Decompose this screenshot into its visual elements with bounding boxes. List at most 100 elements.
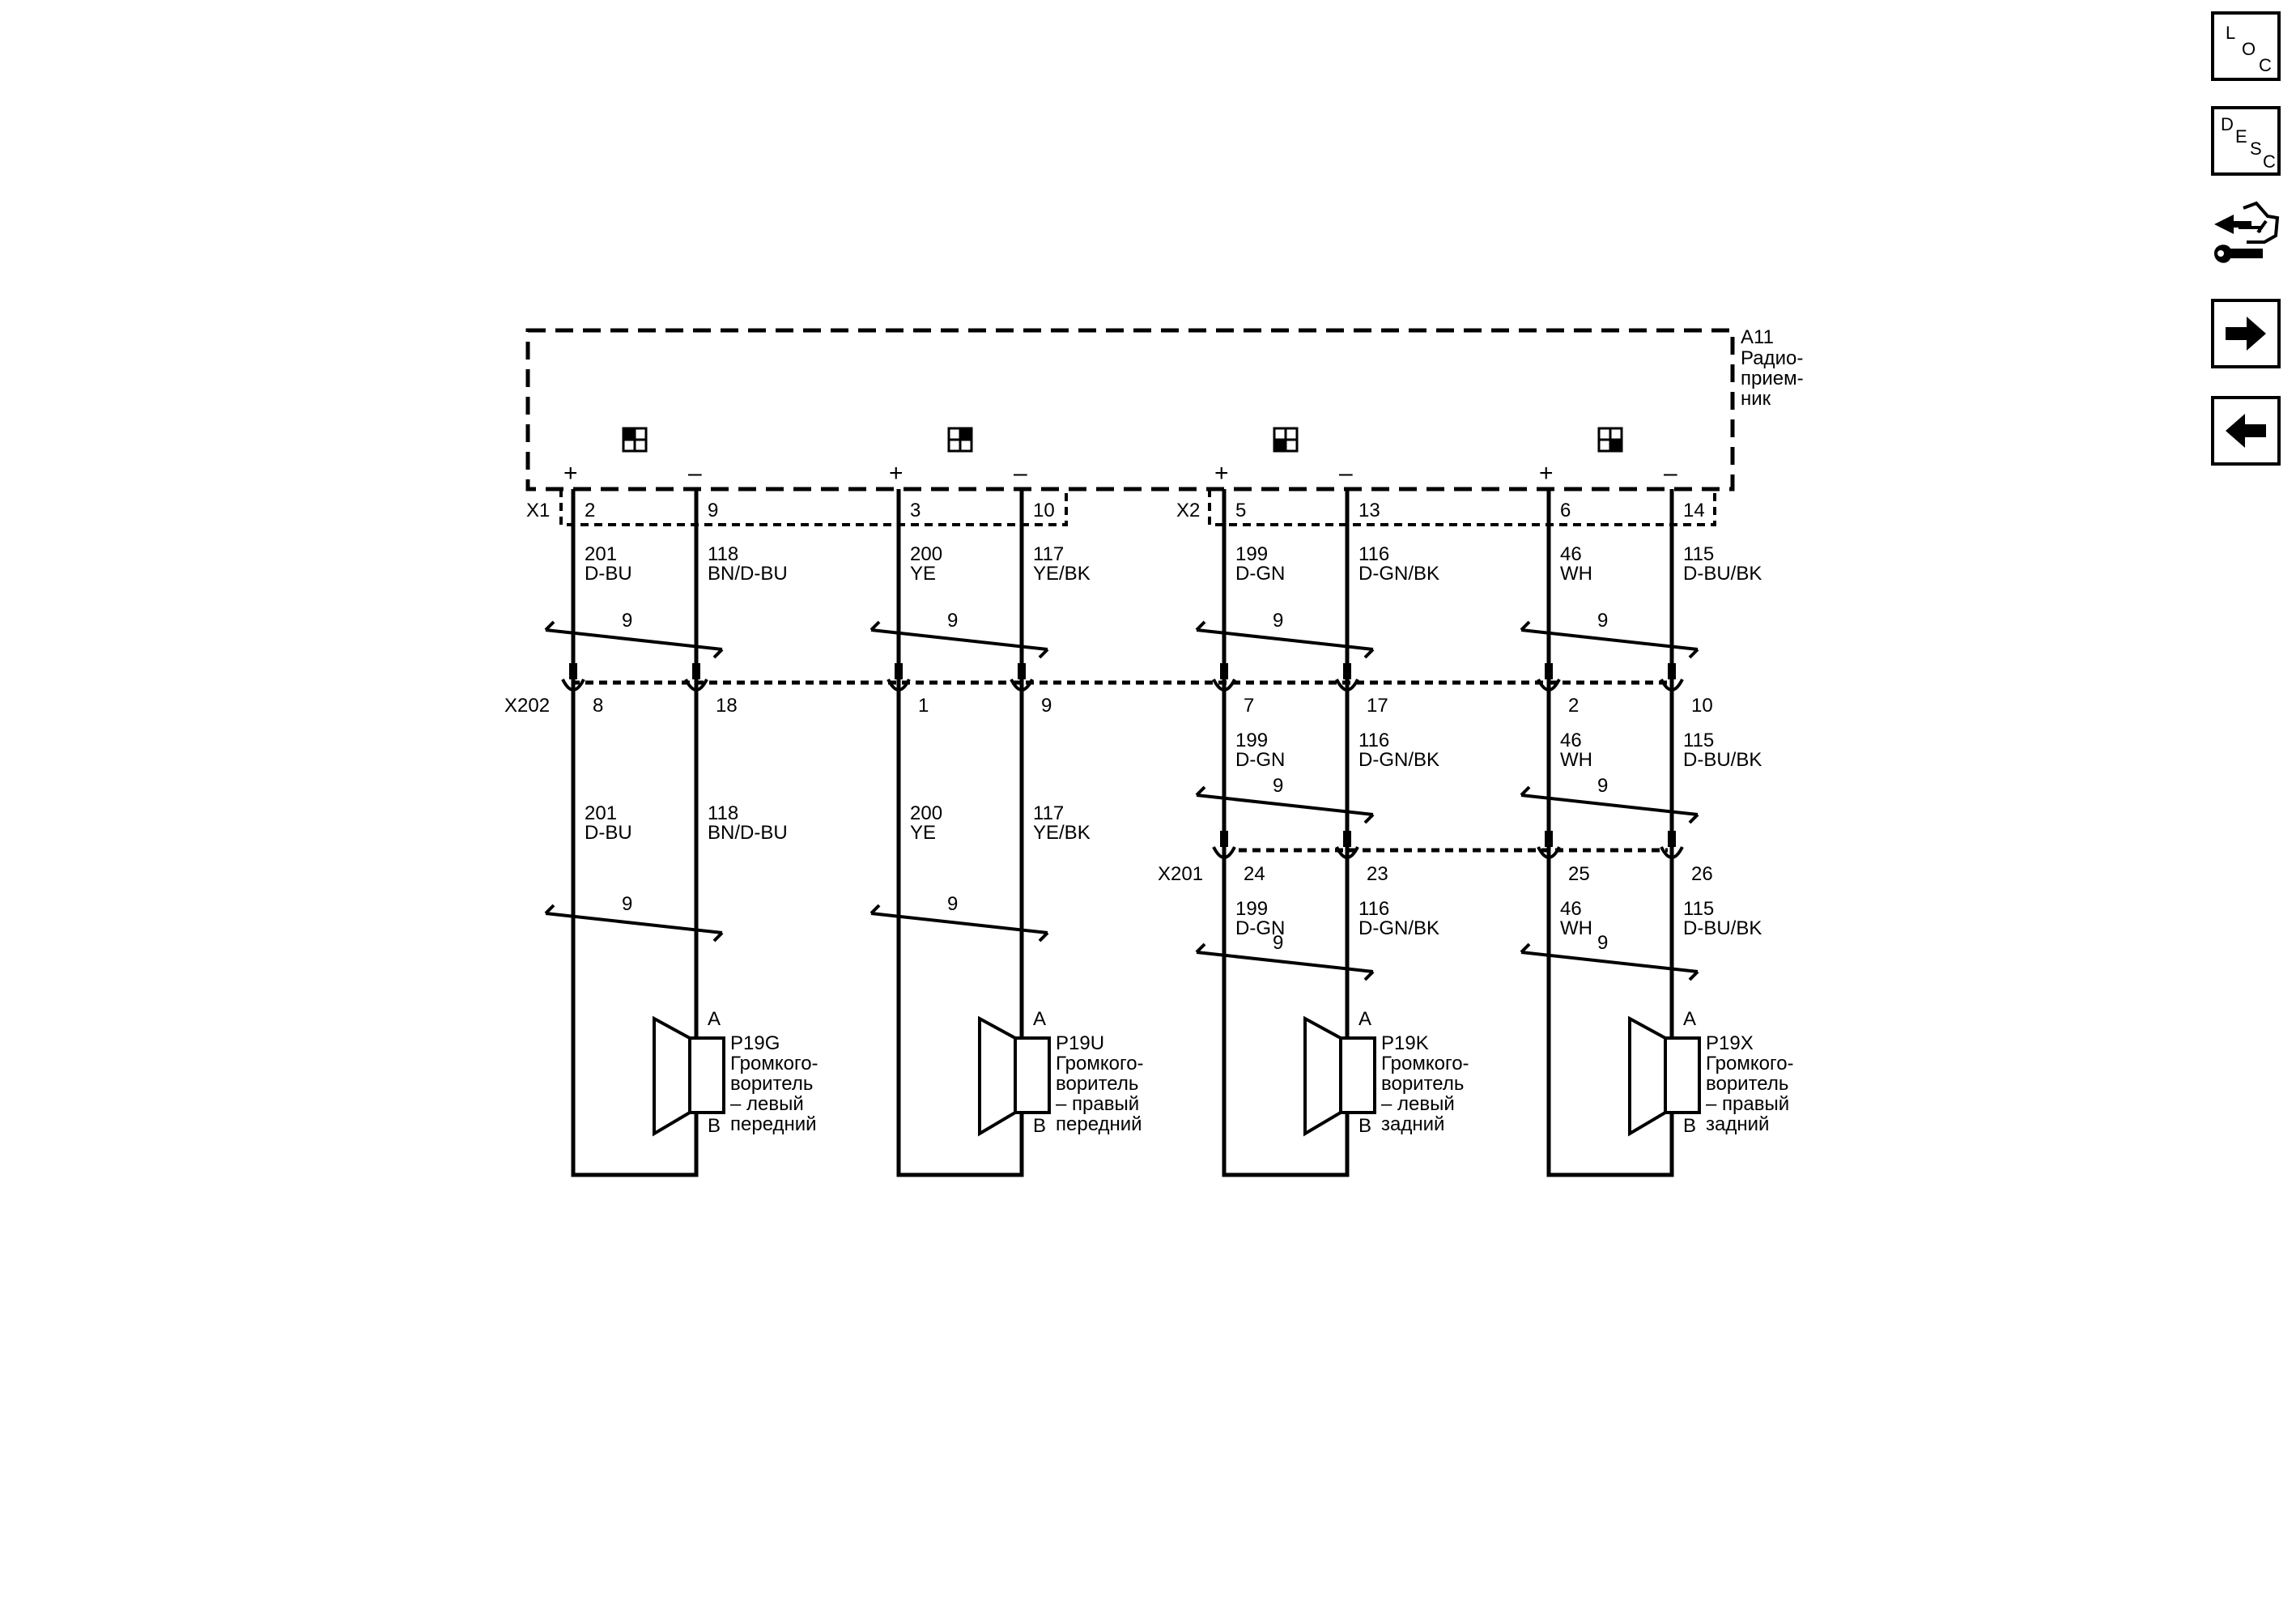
minus-head-pin-3: 13 bbox=[1358, 500, 1380, 521]
x201-minus-3-pin bbox=[1343, 831, 1351, 847]
plus-head-pin-4: 6 bbox=[1560, 500, 1571, 521]
shield-count-seg1-1: 9 bbox=[622, 610, 632, 632]
shield-tick-right-seg2-3 bbox=[1363, 813, 1375, 824]
plus-sign-2: + bbox=[889, 460, 904, 487]
shield-tick-right-seg3-2 bbox=[1038, 931, 1049, 943]
shield-count-seg2-3: 9 bbox=[1273, 775, 1283, 797]
speaker-desc-1-4: передний bbox=[730, 1113, 817, 1135]
module-name-line-1: Радио- bbox=[1741, 347, 1803, 369]
shield-line-seg1-4 bbox=[1520, 628, 1699, 651]
loc-button[interactable]: L O C bbox=[2211, 11, 2281, 81]
plus-circuit-seg3-4: 46 bbox=[1560, 898, 1582, 920]
connector-x1-label: X1 bbox=[526, 500, 550, 521]
shield-count-seg2-4: 9 bbox=[1597, 775, 1608, 797]
speaker-pin-a-3: A bbox=[1358, 1008, 1371, 1030]
shield-count-seg1-4: 9 bbox=[1597, 610, 1608, 632]
x201-minus-4-terminal bbox=[1660, 846, 1684, 859]
speaker-desc-4-3: – правый bbox=[1706, 1093, 1789, 1115]
desc-button[interactable]: D E S C bbox=[2211, 106, 2281, 176]
plus-color-seg1-3: D-GN bbox=[1235, 563, 1285, 585]
x201-plus-4-terminal bbox=[1537, 846, 1561, 859]
shield-count-seg1-3: 9 bbox=[1273, 610, 1283, 632]
shield-line-seg3-2 bbox=[870, 912, 1048, 934]
minus-color-seg1-2: YE/BK bbox=[1033, 563, 1091, 585]
shield-line-seg3-4 bbox=[1520, 951, 1699, 973]
shield-tick-right-seg3-3 bbox=[1363, 970, 1375, 981]
shield-tick-left-seg1-2 bbox=[870, 620, 881, 632]
speaker-desc-4-1: Громкого- bbox=[1706, 1053, 1794, 1074]
module-id: A11 bbox=[1741, 326, 1774, 348]
shield-tick-right-seg1-2 bbox=[1038, 648, 1049, 659]
x202-minus-3-pin bbox=[1343, 663, 1351, 679]
shield-tick-right-seg2-4 bbox=[1688, 813, 1699, 824]
wire-loop-1 bbox=[571, 489, 699, 1177]
x202-minus-4-terminal bbox=[1660, 679, 1684, 691]
speaker-desc-2-4: передний bbox=[1056, 1113, 1142, 1135]
minus-circuit-seg1-3: 116 bbox=[1358, 543, 1389, 565]
desc-letter-s: S bbox=[2250, 138, 2262, 159]
plus-color-seg2-4: WH bbox=[1560, 749, 1592, 771]
x202-plus-4-terminal bbox=[1537, 679, 1561, 691]
shield-line-seg2-4 bbox=[1520, 794, 1699, 816]
x202-plus-2-pin bbox=[895, 663, 903, 679]
x202-plus-3-pin bbox=[1220, 663, 1228, 679]
minus-circuit-seg1-4: 115 bbox=[1683, 543, 1714, 565]
plus-x201-pin-4: 25 bbox=[1568, 863, 1590, 885]
speaker-pin-b-1: B bbox=[708, 1115, 721, 1137]
shield-tick-left-seg1-1 bbox=[544, 620, 555, 632]
plus-circuit-seg1-3: 199 bbox=[1235, 543, 1268, 565]
minus-color-seg2-3: D-GN/BK bbox=[1358, 749, 1439, 771]
shield-count-seg3-3: 9 bbox=[1273, 932, 1283, 954]
next-button[interactable] bbox=[2211, 299, 2281, 368]
minus-color-seg2-4: D-BU/BK bbox=[1683, 749, 1762, 771]
plus-circuit-seg1-4: 46 bbox=[1560, 543, 1582, 565]
module-name-line-2: прием- bbox=[1741, 368, 1804, 389]
speaker-cone-2 bbox=[978, 1015, 1017, 1137]
shield-line-seg1-2 bbox=[870, 628, 1048, 651]
connector-x201-label: X201 bbox=[1158, 863, 1203, 885]
x202-plus-2-terminal bbox=[887, 679, 911, 691]
minus-color-seg3-3: D-GN/BK bbox=[1358, 917, 1439, 939]
x202-plus-3-terminal bbox=[1212, 679, 1236, 691]
minus-head-pin-2: 10 bbox=[1033, 500, 1055, 521]
arrow-right-icon bbox=[2226, 317, 2266, 351]
shield-count-seg1-2: 9 bbox=[947, 610, 958, 632]
plus-x202-pin-2: 1 bbox=[918, 695, 929, 717]
plus-color-seg3-2: YE bbox=[910, 822, 936, 844]
plus-head-pin-2: 3 bbox=[910, 500, 921, 521]
minus-color-seg3-1: BN/D-BU bbox=[708, 822, 788, 844]
shield-tick-right-seg3-4 bbox=[1688, 970, 1699, 981]
minus-x202-pin-3: 17 bbox=[1367, 695, 1388, 717]
plus-circuit-seg1-1: 201 bbox=[585, 543, 617, 565]
shield-tick-left-seg3-1 bbox=[544, 904, 555, 915]
x202-minus-4-pin bbox=[1668, 663, 1676, 679]
x202-minus-1-pin bbox=[692, 663, 700, 679]
previous-button[interactable] bbox=[2211, 396, 2281, 466]
shield-tick-right-seg3-1 bbox=[712, 931, 724, 943]
speaker-pin-b-3: B bbox=[1358, 1115, 1371, 1137]
speaker-icon-3 bbox=[1339, 1036, 1376, 1114]
speaker-id-3: P19K bbox=[1381, 1032, 1429, 1054]
speaker-desc-1-1: Громкого- bbox=[730, 1053, 818, 1074]
plus-x202-pin-4: 2 bbox=[1568, 695, 1579, 717]
x201-plus-3-terminal bbox=[1212, 846, 1236, 859]
loc-letter-c: C bbox=[2259, 55, 2272, 75]
speaker-desc-3-1: Громкого- bbox=[1381, 1053, 1469, 1074]
plus-color-seg3-3: D-GN bbox=[1235, 917, 1285, 939]
connector-end-view-button[interactable] bbox=[2211, 197, 2281, 266]
plus-circuit-seg3-2: 200 bbox=[910, 802, 942, 824]
x202-minus-1-terminal bbox=[684, 679, 708, 691]
minus-sign-3: – bbox=[1339, 460, 1353, 487]
x202-minus-2-terminal bbox=[1010, 679, 1034, 691]
speaker-pin-a-4: A bbox=[1683, 1008, 1696, 1030]
connector-x202-label: X202 bbox=[504, 695, 550, 717]
minus-circuit-seg2-4: 115 bbox=[1683, 730, 1714, 751]
speaker-desc-1-3: – левый bbox=[730, 1093, 804, 1115]
speaker-desc-2-2: воритель bbox=[1056, 1073, 1138, 1095]
x202-plus-1-pin bbox=[569, 663, 577, 679]
minus-circuit-seg3-2: 117 bbox=[1033, 802, 1064, 824]
plus-x202-pin-3: 7 bbox=[1244, 695, 1254, 717]
shield-line-seg3-1 bbox=[545, 912, 723, 934]
